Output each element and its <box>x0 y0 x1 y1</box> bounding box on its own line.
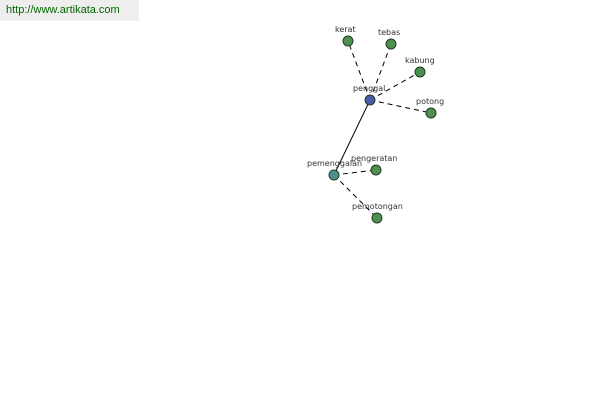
node-label-kabung: kabung <box>405 56 435 65</box>
graph-nodes: penggal pemenggalan kerat tebas kabung potong… <box>307 25 444 224</box>
node-pemotongan[interactable]: pemotongan <box>352 202 403 224</box>
node-label-pemenggalan: pemenggalan <box>307 159 362 168</box>
node-dot-penggal[interactable] <box>364 94 376 106</box>
node-label-pengeratan: pengeratan <box>351 154 397 163</box>
edge-penggal-pemenggalan <box>333 99 371 176</box>
node-dot-pemotongan[interactable] <box>371 212 383 224</box>
node-pemenggalan[interactable]: pemenggalan <box>307 159 362 181</box>
node-dot-pemenggalan[interactable] <box>328 169 340 181</box>
node-dot-kerat[interactable] <box>342 35 354 47</box>
edge-pemenggalan-pemotongan <box>333 174 378 219</box>
source-url-link[interactable]: http://www.artikata.com <box>6 4 120 16</box>
edge-penggal-potong <box>369 99 432 114</box>
node-kabung[interactable]: kabung <box>405 56 435 78</box>
node-dot-pengeratan[interactable] <box>370 164 382 176</box>
edge-pemenggalan-pengeratan <box>333 169 377 176</box>
node-label-pemotongan: pemotongan <box>352 202 403 211</box>
source-link-bar: http://www.artikata.com <box>0 0 139 21</box>
node-penggal[interactable]: penggal <box>353 84 385 106</box>
edge-penggal-tebas <box>369 43 392 101</box>
node-dot-tebas[interactable] <box>385 38 397 50</box>
node-label-penggal: penggal <box>353 84 385 93</box>
node-dot-kabung[interactable] <box>414 66 426 78</box>
node-tebas[interactable]: tebas <box>378 28 400 50</box>
node-label-tebas: tebas <box>378 28 400 37</box>
graph-edges <box>333 40 432 219</box>
node-pengeratan[interactable]: pengeratan <box>351 154 397 176</box>
node-potong[interactable]: potong <box>416 97 444 119</box>
node-kerat[interactable]: kerat <box>335 25 356 47</box>
node-label-kerat: kerat <box>335 25 356 34</box>
edge-penggal-kerat <box>347 40 371 101</box>
node-dot-potong[interactable] <box>425 107 437 119</box>
node-label-potong: potong <box>416 97 444 106</box>
edge-penggal-kabung <box>369 71 421 101</box>
